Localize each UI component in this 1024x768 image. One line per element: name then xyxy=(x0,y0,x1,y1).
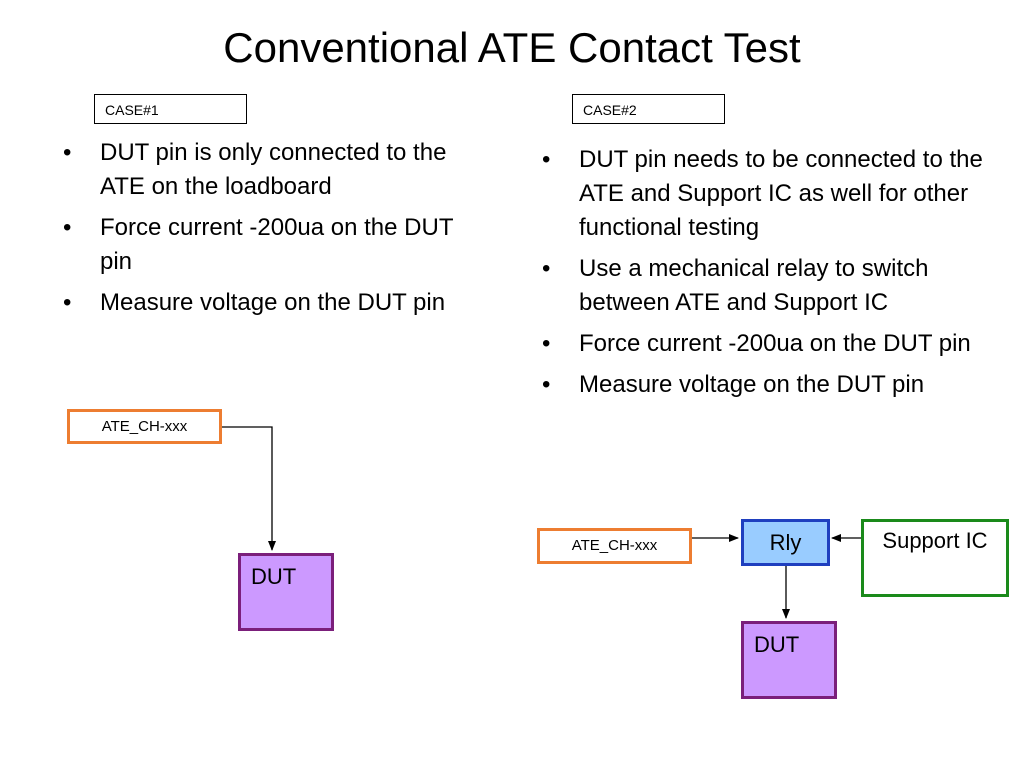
case2-bullet: DUT pin needs to be connected to the ATE… xyxy=(537,143,987,245)
case2-support-ic-box: Support IC xyxy=(861,519,1009,597)
case2-ate-channel-box: ATE_CH-xxx xyxy=(537,528,692,564)
case1-bullet-list: DUT pin is only connected to the ATE on … xyxy=(58,136,478,327)
case1-dut-box: DUT xyxy=(238,553,334,631)
case1-bullet: DUT pin is only connected to the ATE on … xyxy=(58,136,478,204)
case2-bullet: Force current -200ua on the DUT pin xyxy=(537,327,987,361)
case2-dut-box: DUT xyxy=(741,621,837,699)
case2-relay-box: Rly xyxy=(741,519,830,566)
case2-label: CASE#2 xyxy=(572,94,725,124)
case1-bullet: Force current -200ua on the DUT pin xyxy=(58,211,478,279)
case2-bullet-list: DUT pin needs to be connected to the ATE… xyxy=(537,143,987,409)
case2-bullet: Measure voltage on the DUT pin xyxy=(537,368,987,402)
case1-label: CASE#1 xyxy=(94,94,247,124)
case1-ate-to-dut-wire xyxy=(222,426,276,551)
case1-bullet: Measure voltage on the DUT pin xyxy=(58,286,478,320)
case2-bullet: Use a mechanical relay to switch between… xyxy=(537,252,987,320)
slide-title: Conventional ATE Contact Test xyxy=(223,24,801,71)
case1-ate-channel-box: ATE_CH-xxx xyxy=(67,409,222,444)
